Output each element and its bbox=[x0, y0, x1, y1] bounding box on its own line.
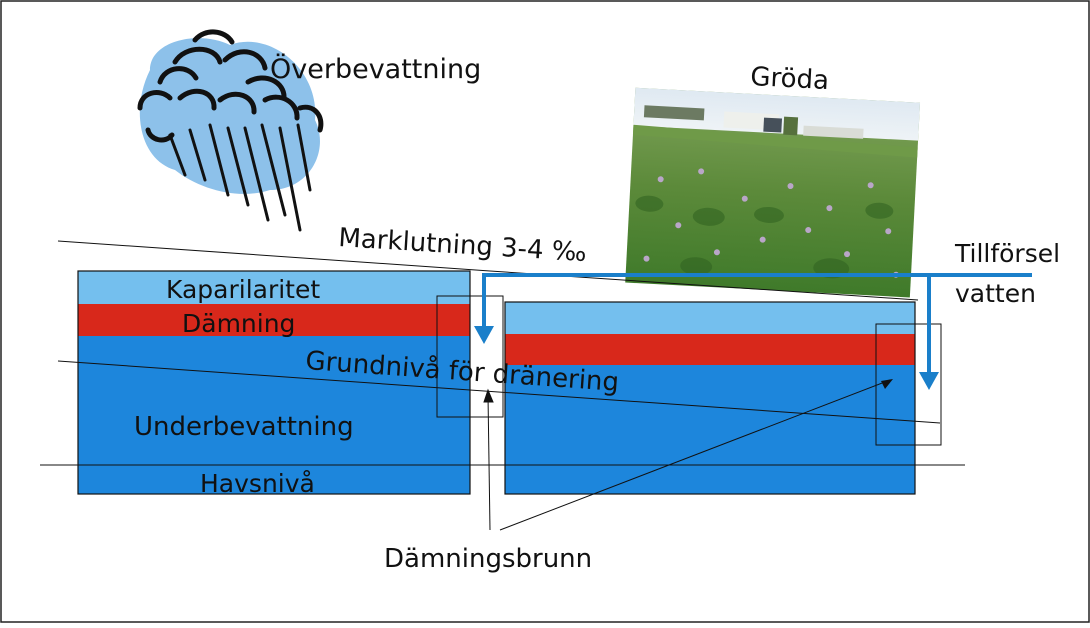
saturated-zone bbox=[78, 336, 470, 494]
water-supply-pipe bbox=[474, 273, 1032, 390]
overirrigation-label: Överbevattning bbox=[270, 53, 481, 85]
saturated-zone-right bbox=[505, 365, 915, 494]
water-supply-label-1: Tillförsel bbox=[954, 239, 1060, 268]
damming-layer-right bbox=[505, 334, 915, 365]
damming-label: Dämning bbox=[182, 309, 295, 338]
left-soil-block bbox=[77, 270, 471, 495]
dam-well-label: Dämningsbrunn bbox=[384, 544, 592, 574]
capillarity-label: Kaparilaritet bbox=[166, 275, 320, 304]
potato-field-photo bbox=[625, 87, 921, 298]
rain-cloud-icon bbox=[137, 29, 324, 232]
right-soil-block bbox=[504, 301, 916, 495]
water-supply-label-2: vatten bbox=[955, 279, 1036, 308]
capillary-layer-right bbox=[505, 302, 915, 334]
capillary-layer bbox=[78, 271, 470, 304]
dam-well-right bbox=[875, 323, 942, 446]
dam-well-left bbox=[436, 295, 504, 418]
drain-base-line bbox=[57, 360, 941, 424]
subirrigation-label: Underbevattning bbox=[134, 412, 354, 442]
crop-label: Gröda bbox=[750, 62, 830, 96]
sea-level-label: Havsnivå bbox=[200, 469, 315, 498]
damming-layer bbox=[78, 304, 470, 336]
slope-line bbox=[57, 240, 491, 272]
dam-well-pointers bbox=[483, 379, 893, 531]
